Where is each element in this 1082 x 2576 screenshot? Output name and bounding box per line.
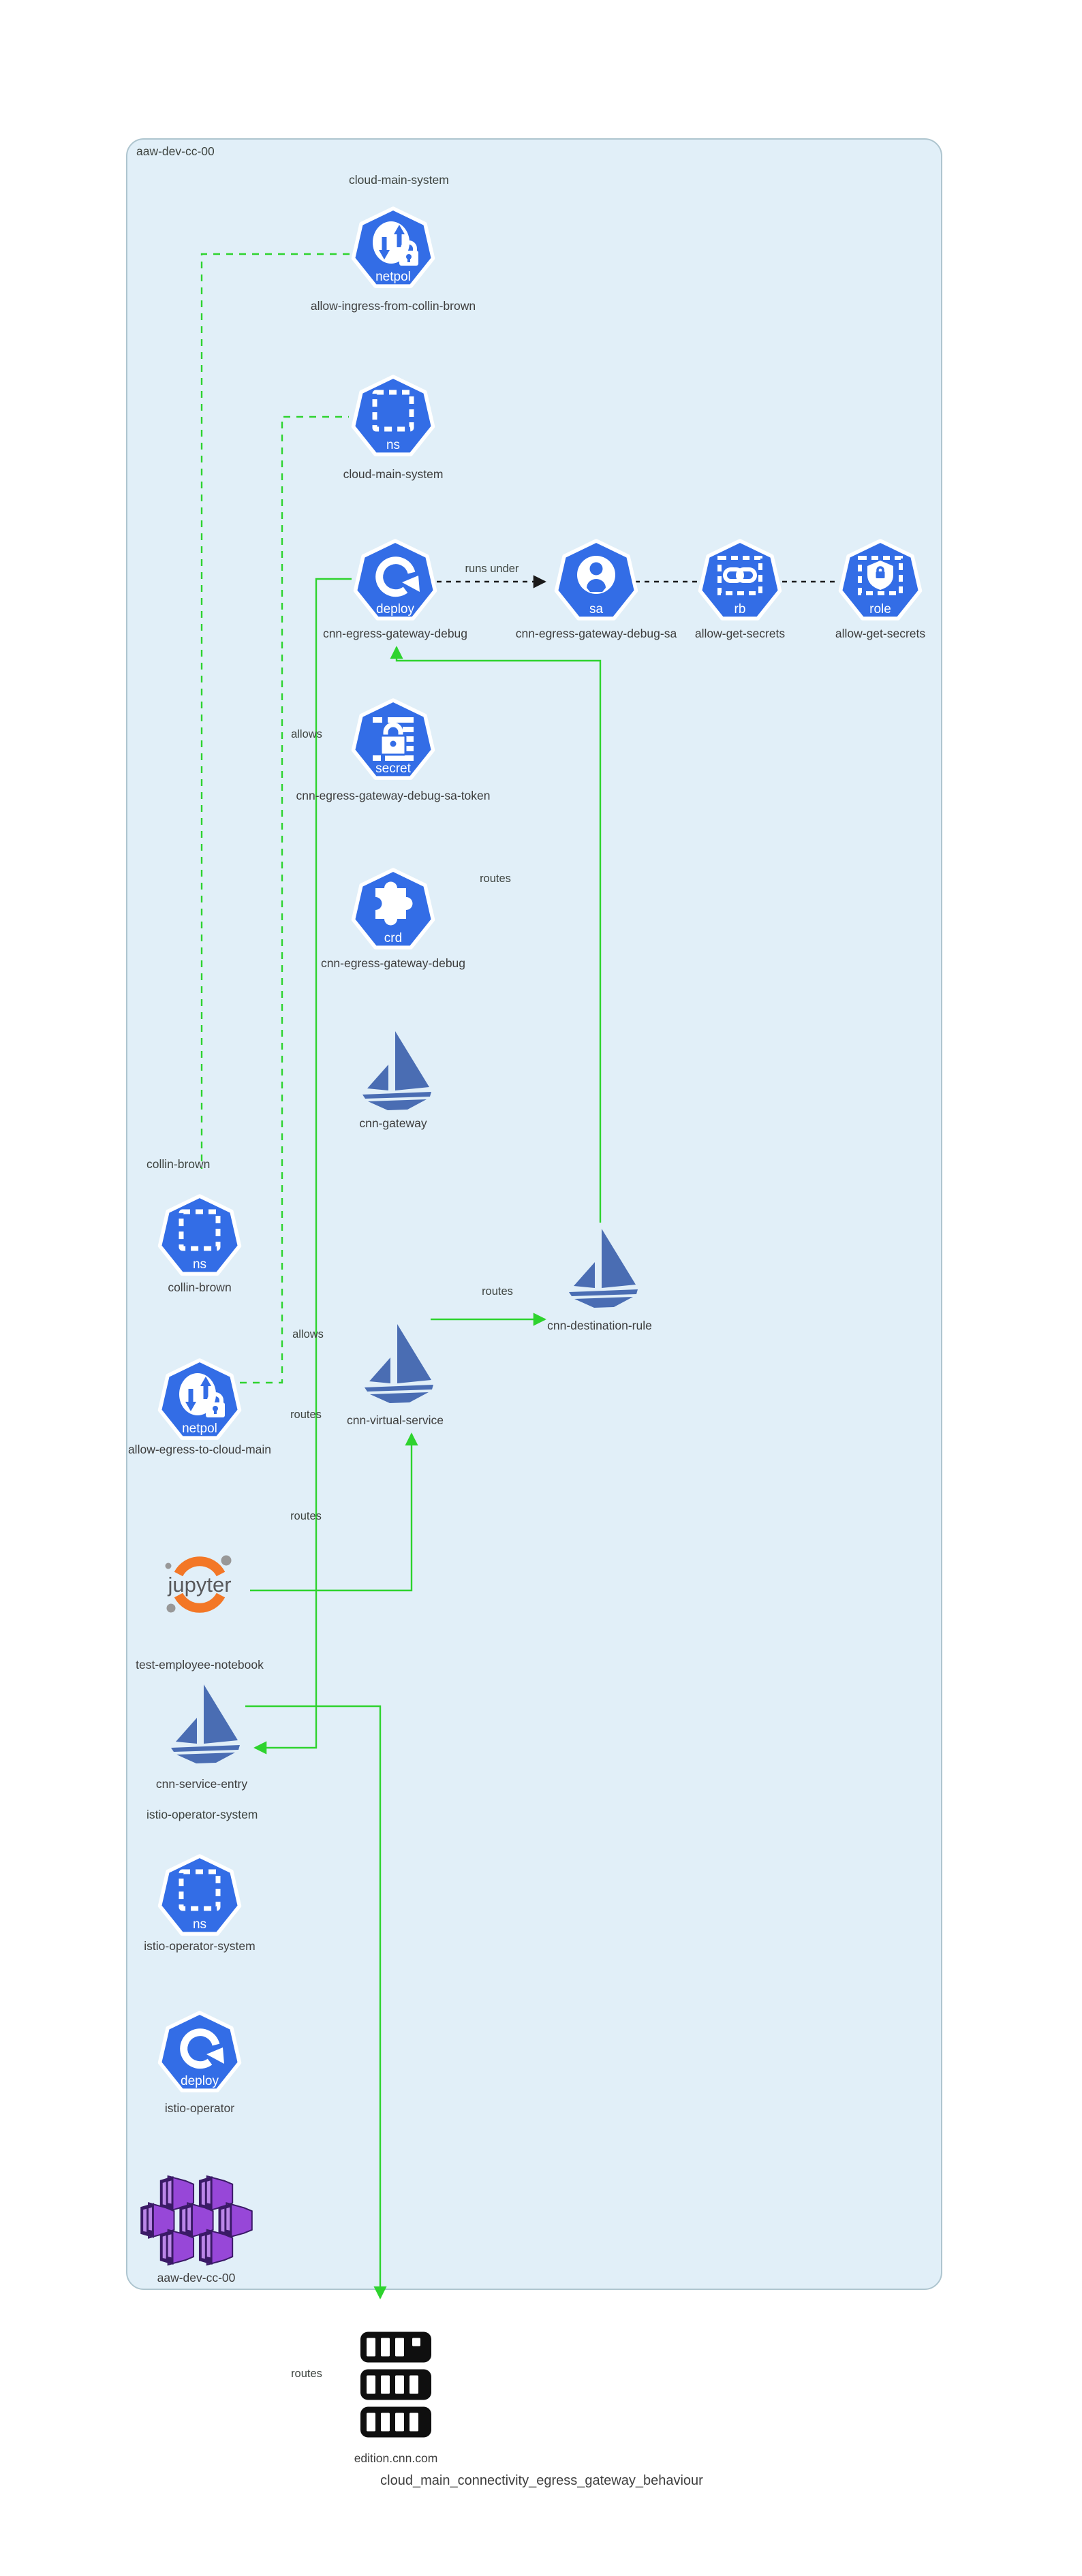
node-label-rb-allow-get-secrets: allow-get-secrets — [694, 627, 786, 640]
istio-sailboat — [569, 1229, 638, 1308]
sa-icon: sa — [554, 539, 638, 621]
istio-sailboat — [365, 1324, 433, 1403]
istio-icon — [362, 1031, 431, 1110]
node-cnn-service-entry — [154, 1679, 249, 1774]
secret-icon: secret — [351, 698, 435, 780]
node-cnn-egress-gateway-debug-sa-token: secret — [345, 693, 441, 789]
deploy-icon: deploy — [353, 539, 437, 621]
node-allow-ingress-from-collin-brown: netpol — [345, 202, 441, 297]
ns-icon: ns — [351, 375, 435, 456]
edge-label: runs under — [465, 563, 519, 575]
svg-text:sa: sa — [589, 602, 604, 616]
netpol-icon: netpol — [351, 206, 435, 288]
container-label-cloud-main-system: cloud-main-system — [349, 173, 449, 187]
svg-text:deploy: deploy — [181, 2074, 219, 2088]
svg-text:jupyter: jupyter — [167, 1573, 231, 1597]
heptagon — [157, 1854, 242, 1936]
node-ns-cloud-main-system: ns — [345, 370, 441, 465]
heptagon — [353, 539, 437, 621]
crd-icon: crd — [351, 868, 435, 949]
node-cnn-egress-gateway-debug-deploy: deploy — [347, 534, 443, 629]
node-istio-operator: deploy — [152, 2006, 247, 2101]
servers-icon — [360, 2331, 431, 2438]
svg-text:ns: ns — [193, 1257, 206, 1272]
svg-text:netpol: netpol — [375, 270, 411, 284]
heptagon — [157, 2011, 242, 2092]
node-ns-collin-brown: ns — [152, 1189, 247, 1285]
node-label-cnn-service-entry: cnn-service-entry — [155, 1777, 248, 1791]
node-label-allow-egress-to-cloud-main: allow-egress-to-cloud-main — [127, 1443, 272, 1456]
node-label-cnn-egress-gateway-debug-sa-token: cnn-egress-gateway-debug-sa-token — [296, 789, 491, 802]
container-aaw-dev-cc-00 — [126, 138, 942, 2290]
svg-text:deploy: deploy — [376, 602, 414, 616]
svg-text:secret: secret — [375, 761, 411, 776]
node-cnn-gateway — [345, 1026, 441, 1121]
containers-icon — [140, 2175, 253, 2266]
node-label-istio-operator: istio-operator — [164, 2101, 235, 2115]
svg-text:rb: rb — [735, 602, 746, 616]
istio-sailboat — [362, 1031, 431, 1110]
node-label-cnn-gateway: cnn-gateway — [359, 1116, 427, 1130]
edge-label: allows — [292, 1328, 324, 1340]
node-rb-allow-get-secrets: rb — [692, 534, 788, 629]
heptagon — [351, 375, 435, 456]
node-cnn-egress-gateway-debug-sa: sa — [548, 534, 644, 629]
svg-text:ns: ns — [386, 438, 400, 452]
node-aaw-dev-cc-00-cluster — [139, 2175, 253, 2266]
node-test-employee-notebook: jupyter — [149, 1535, 251, 1637]
jupyter-icon: jupyter — [165, 1555, 232, 1613]
ns-icon: ns — [157, 1854, 242, 1936]
container-label-collin-brown: collin-brown — [146, 1157, 211, 1171]
deploy-icon: deploy — [157, 2011, 242, 2092]
node-label-cnn-egress-gateway-debug-sa: cnn-egress-gateway-debug-sa — [515, 627, 677, 640]
edge-label: routes — [291, 2368, 322, 2380]
edge-label: routes — [480, 873, 511, 885]
node-label-cnn-egress-gateway-debug-crd: cnn-egress-gateway-debug — [320, 956, 466, 970]
rb-icon: rb — [698, 539, 782, 621]
container-label-istio-operator-system: istio-operator-system — [146, 1808, 258, 1821]
node-label-role-allow-get-secrets: allow-get-secrets — [835, 627, 926, 640]
node-role-allow-get-secrets: role — [833, 534, 928, 629]
node-label-ns-collin-brown: collin-brown — [168, 1281, 232, 1294]
node-label-aaw-dev-cc-00-cluster: aaw-dev-cc-00 — [157, 2271, 236, 2284]
node-cnn-egress-gateway-debug-crd: crd — [345, 863, 441, 958]
node-cnn-virtual-service — [347, 1319, 443, 1414]
node-label-edition-cnn-com: edition.cnn.com — [354, 2451, 438, 2465]
node-label-cnn-egress-gateway-debug-deploy: cnn-egress-gateway-debug — [322, 627, 468, 640]
edge-label: allows — [291, 728, 322, 740]
node-cnn-destination-rule — [552, 1223, 647, 1319]
istio-icon — [171, 1684, 240, 1763]
node-allow-egress-to-cloud-main: netpol — [152, 1353, 247, 1449]
diagram-title: cloud_main_connectivity_egress_gateway_b… — [380, 2473, 703, 2488]
node-label-allow-ingress-from-collin-brown: allow-ingress-from-collin-brown — [310, 299, 476, 313]
role-icon: role — [838, 539, 923, 621]
container-label-aaw-dev-cc-00: aaw-dev-cc-00 — [136, 144, 215, 158]
node-label-ns-cloud-main-system: cloud-main-system — [343, 467, 444, 481]
svg-text:ns: ns — [193, 1917, 206, 1932]
heptagon — [157, 1194, 242, 1276]
node-edition-cnn-com — [360, 2331, 431, 2438]
istio-icon — [365, 1324, 433, 1403]
edge-label: routes — [290, 1510, 322, 1522]
netpol-icon: netpol — [157, 1358, 242, 1440]
svg-text:crd: crd — [384, 931, 402, 945]
svg-text:netpol: netpol — [182, 1421, 217, 1436]
node-label-cnn-virtual-service: cnn-virtual-service — [347, 1413, 444, 1427]
node-ns-istio-operator-system: ns — [152, 1849, 247, 1945]
istio-icon — [569, 1229, 638, 1308]
edge-label: routes — [482, 1285, 513, 1298]
node-label-test-employee-notebook: test-employee-notebook — [136, 1658, 264, 1671]
ns-icon: ns — [157, 1194, 242, 1276]
node-label-cnn-destination-rule: cnn-destination-rule — [547, 1319, 652, 1332]
istio-sailboat — [171, 1684, 240, 1763]
node-label-ns-istio-operator-system: istio-operator-system — [144, 1939, 256, 1953]
svg-text:role: role — [869, 602, 891, 616]
